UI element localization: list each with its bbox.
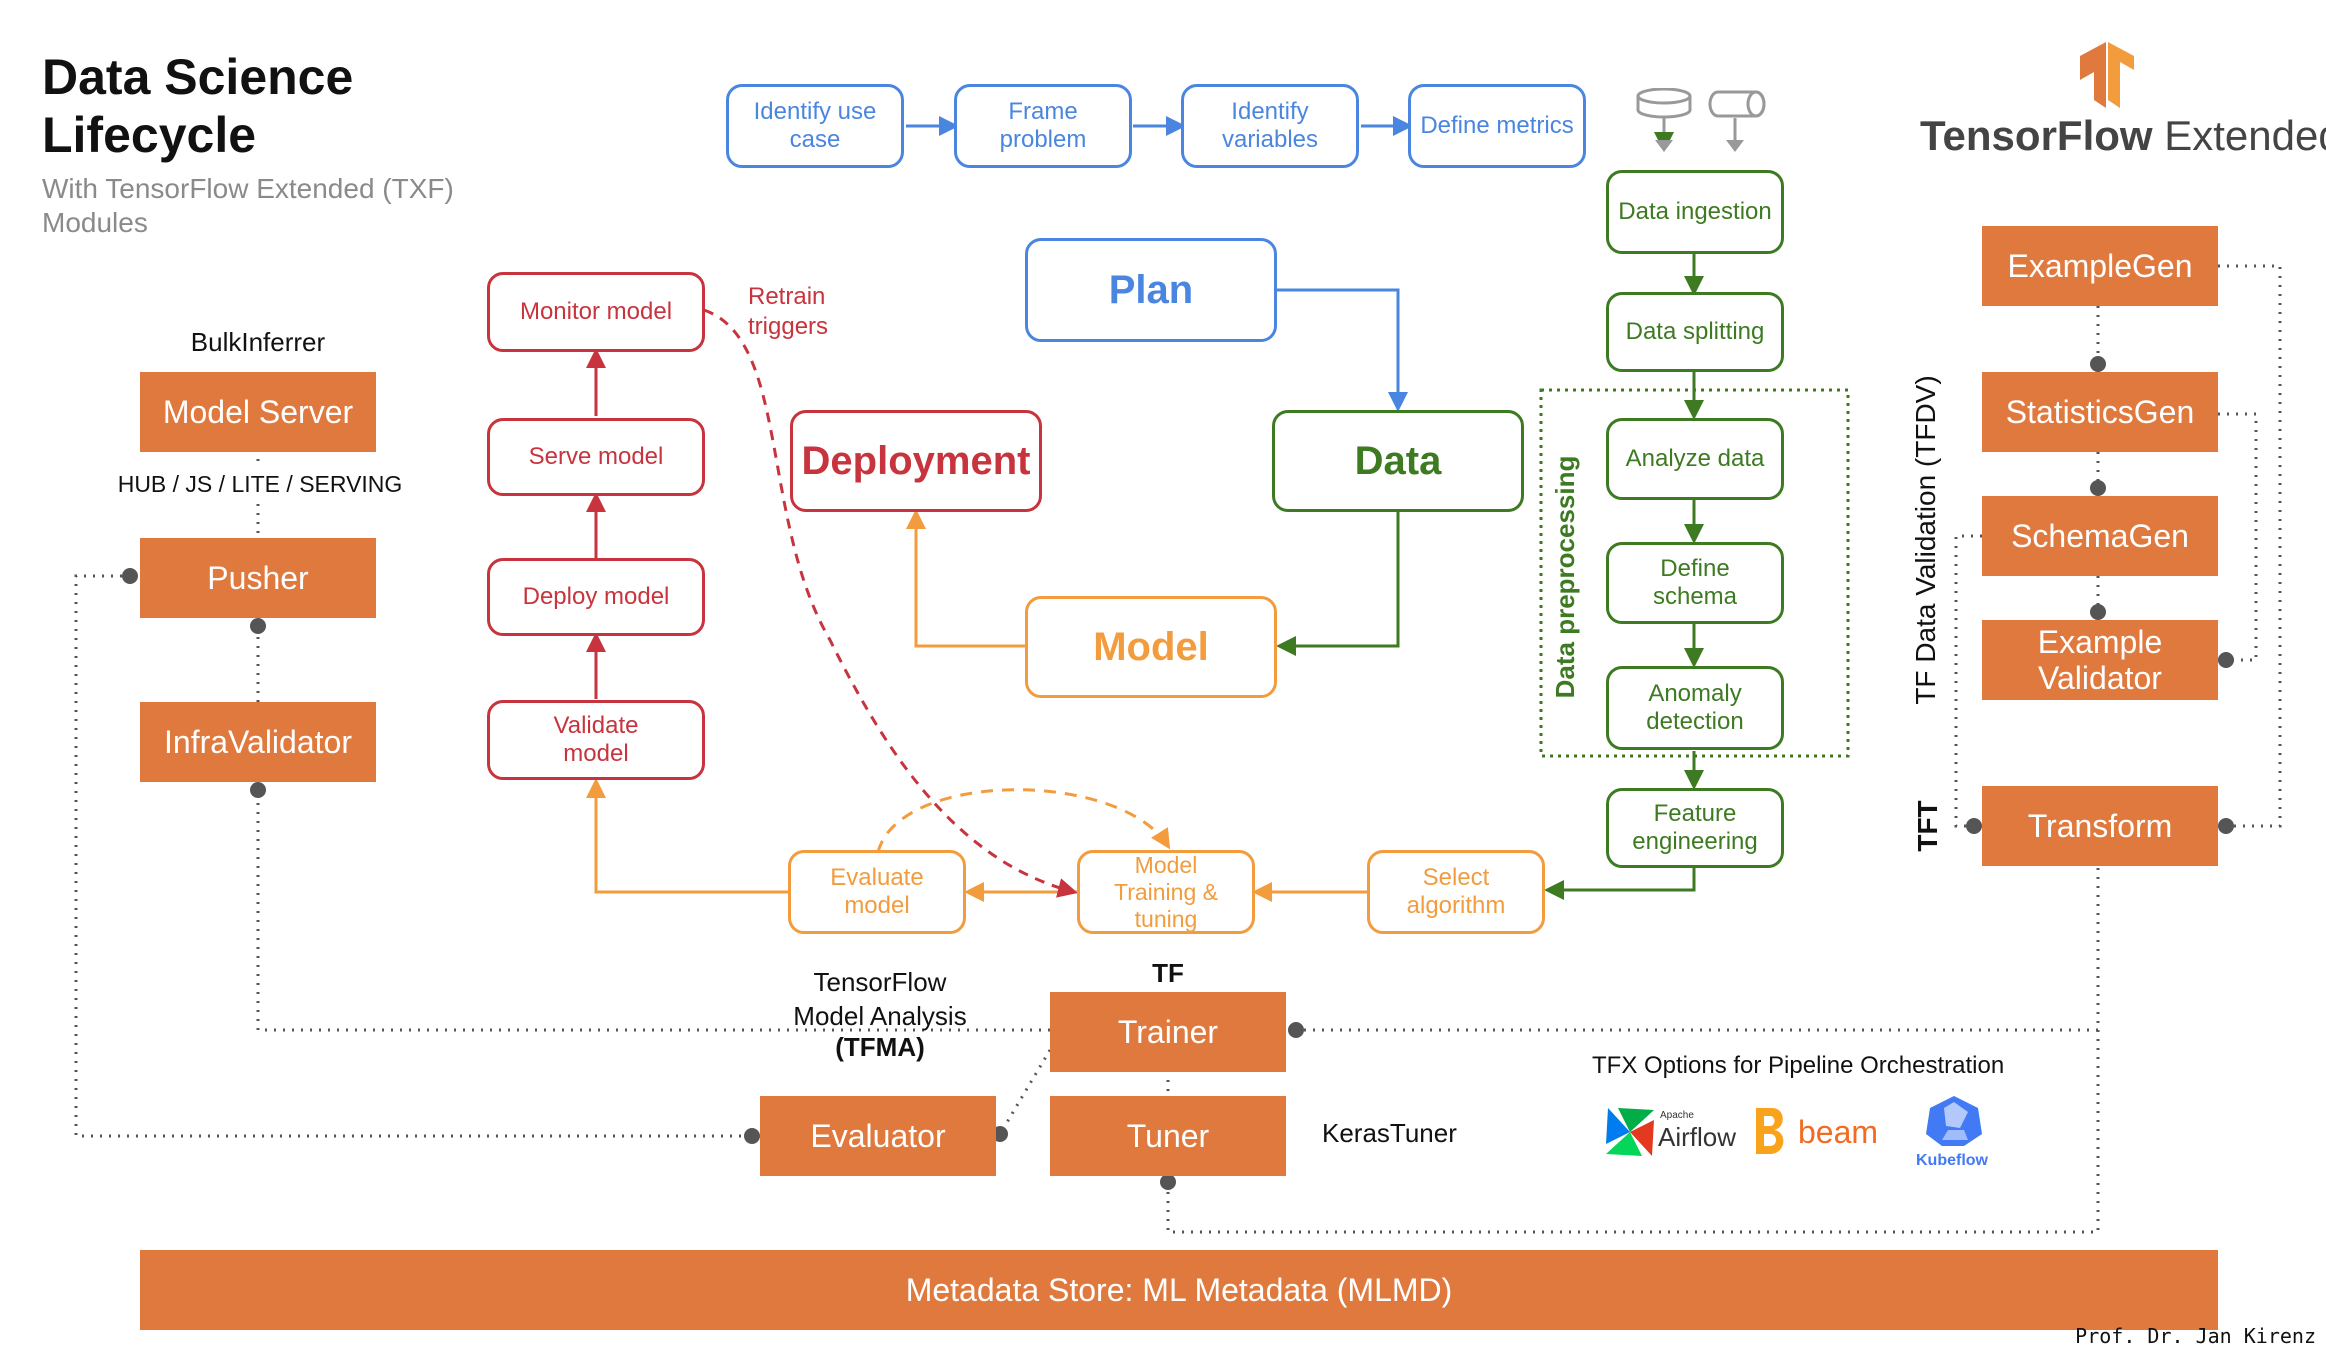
component-modelserver: Model Server bbox=[140, 372, 376, 452]
component-examplevalidator: Example Validator bbox=[1982, 620, 2218, 700]
retrain-triggers-label: Retrain triggers bbox=[748, 283, 829, 340]
page-title: Data Science Lifecycle bbox=[42, 49, 354, 163]
airflow-logo: Apache Airflow bbox=[1602, 1104, 1762, 1160]
step-monitor-model: Monitor model bbox=[487, 272, 705, 352]
component-examplegen: ExampleGen bbox=[1982, 226, 2218, 306]
arrow-data-model bbox=[1276, 512, 1400, 656]
tf-label: TF bbox=[1152, 957, 1184, 988]
arrow-evaluate-validate bbox=[586, 778, 788, 894]
phase-data: Data bbox=[1272, 410, 1524, 512]
component-statisticsgen: StatisticsGen bbox=[1982, 372, 2218, 452]
arrow-feature-select bbox=[1544, 868, 1696, 900]
step-data-ingestion: Data ingestion bbox=[1606, 170, 1784, 254]
arrow-evaluate-training bbox=[876, 788, 1171, 853]
step-deploy-model: Deploy model bbox=[487, 558, 705, 636]
tfma-label: TensorFlow Model Analysis bbox=[793, 967, 967, 1031]
storage-icon bbox=[1708, 88, 1768, 122]
phase-deployment: Deployment bbox=[790, 410, 1042, 512]
tfdv-label: TF Data Validation (TFDV) bbox=[1910, 375, 1941, 705]
component-transform: Transform bbox=[1982, 786, 2218, 866]
metadata-store-bar: Metadata Store: ML Metadata (MLMD) bbox=[140, 1250, 2218, 1330]
step-evaluate-model: Evaluate model bbox=[788, 850, 966, 934]
arrow-model-deployment bbox=[906, 509, 1025, 648]
step-feature-engineering: Feature engineering bbox=[1606, 788, 1784, 868]
beam-text: beam bbox=[1798, 1114, 1879, 1150]
bulkinferrer-label: BulkInferrer bbox=[190, 326, 326, 357]
step-define-metrics: Define metrics bbox=[1408, 84, 1586, 168]
step-identify-use-case: Identify use case bbox=[726, 84, 904, 168]
component-tuner: Tuner bbox=[1050, 1096, 1286, 1176]
data-preprocessing-label: Data preprocessing bbox=[1549, 455, 1580, 699]
component-schemagen: SchemaGen bbox=[1982, 496, 2218, 576]
airflow-text: Airflow bbox=[1658, 1122, 1737, 1152]
step-frame-problem: Frame problem bbox=[954, 84, 1132, 168]
step-anomaly-detection: Anomaly detection bbox=[1606, 666, 1784, 750]
tft-label: TFT bbox=[1912, 800, 1943, 852]
step-select-algorithm: Select algorithm bbox=[1367, 850, 1545, 934]
arrow-retrain bbox=[703, 308, 1078, 898]
component-infravalidator: InfraValidator bbox=[140, 702, 376, 782]
preprocessing-group bbox=[1539, 388, 1850, 758]
component-trainer: Trainer bbox=[1050, 992, 1286, 1072]
kerastuner-label: KerasTuner bbox=[1322, 1118, 1457, 1148]
phase-plan: Plan bbox=[1025, 238, 1277, 342]
step-serve-model: Serve model bbox=[487, 418, 705, 496]
brand-extended: Extended bbox=[2164, 112, 2326, 159]
tfma-abbr-label: (TFMA) bbox=[835, 1031, 925, 1062]
tensorflow-logo bbox=[2072, 40, 2142, 110]
step-validate-model: Validate model bbox=[487, 700, 705, 780]
airflow-small-text: Apache bbox=[1660, 1110, 1694, 1121]
database-icon bbox=[1634, 87, 1694, 122]
step-data-splitting: Data splitting bbox=[1606, 292, 1784, 372]
beam-logo: beam bbox=[1752, 1104, 1892, 1160]
component-evaluator: Evaluator bbox=[760, 1096, 996, 1176]
kubeflow-logo: Kubeflow bbox=[1910, 1094, 2000, 1174]
step-model-training: Model Training & tuning bbox=[1077, 850, 1255, 934]
author-label: Prof. Dr. Jan Kirenz bbox=[2075, 1324, 2316, 1348]
brand-name: TensorFlow Extended bbox=[1920, 112, 2326, 160]
step-identify-variables: Identify variables bbox=[1181, 84, 1359, 168]
page-subtitle: With TensorFlow Extended (TXF) Modules bbox=[42, 173, 454, 238]
serving-label: HUB / JS / LITE / SERVING bbox=[110, 466, 410, 502]
phase-model: Model bbox=[1025, 596, 1277, 698]
kubeflow-text: Kubeflow bbox=[1916, 1152, 1988, 1169]
brand-tensorflow: TensorFlow bbox=[1920, 112, 2153, 159]
step-define-schema: Define schema bbox=[1606, 542, 1784, 624]
step-analyze-data: Analyze data bbox=[1606, 418, 1784, 500]
component-pusher: Pusher bbox=[140, 538, 376, 618]
orchestration-label: TFX Options for Pipeline Orchestration bbox=[1592, 1052, 2005, 1079]
arrow-plan-data bbox=[1276, 288, 1408, 412]
